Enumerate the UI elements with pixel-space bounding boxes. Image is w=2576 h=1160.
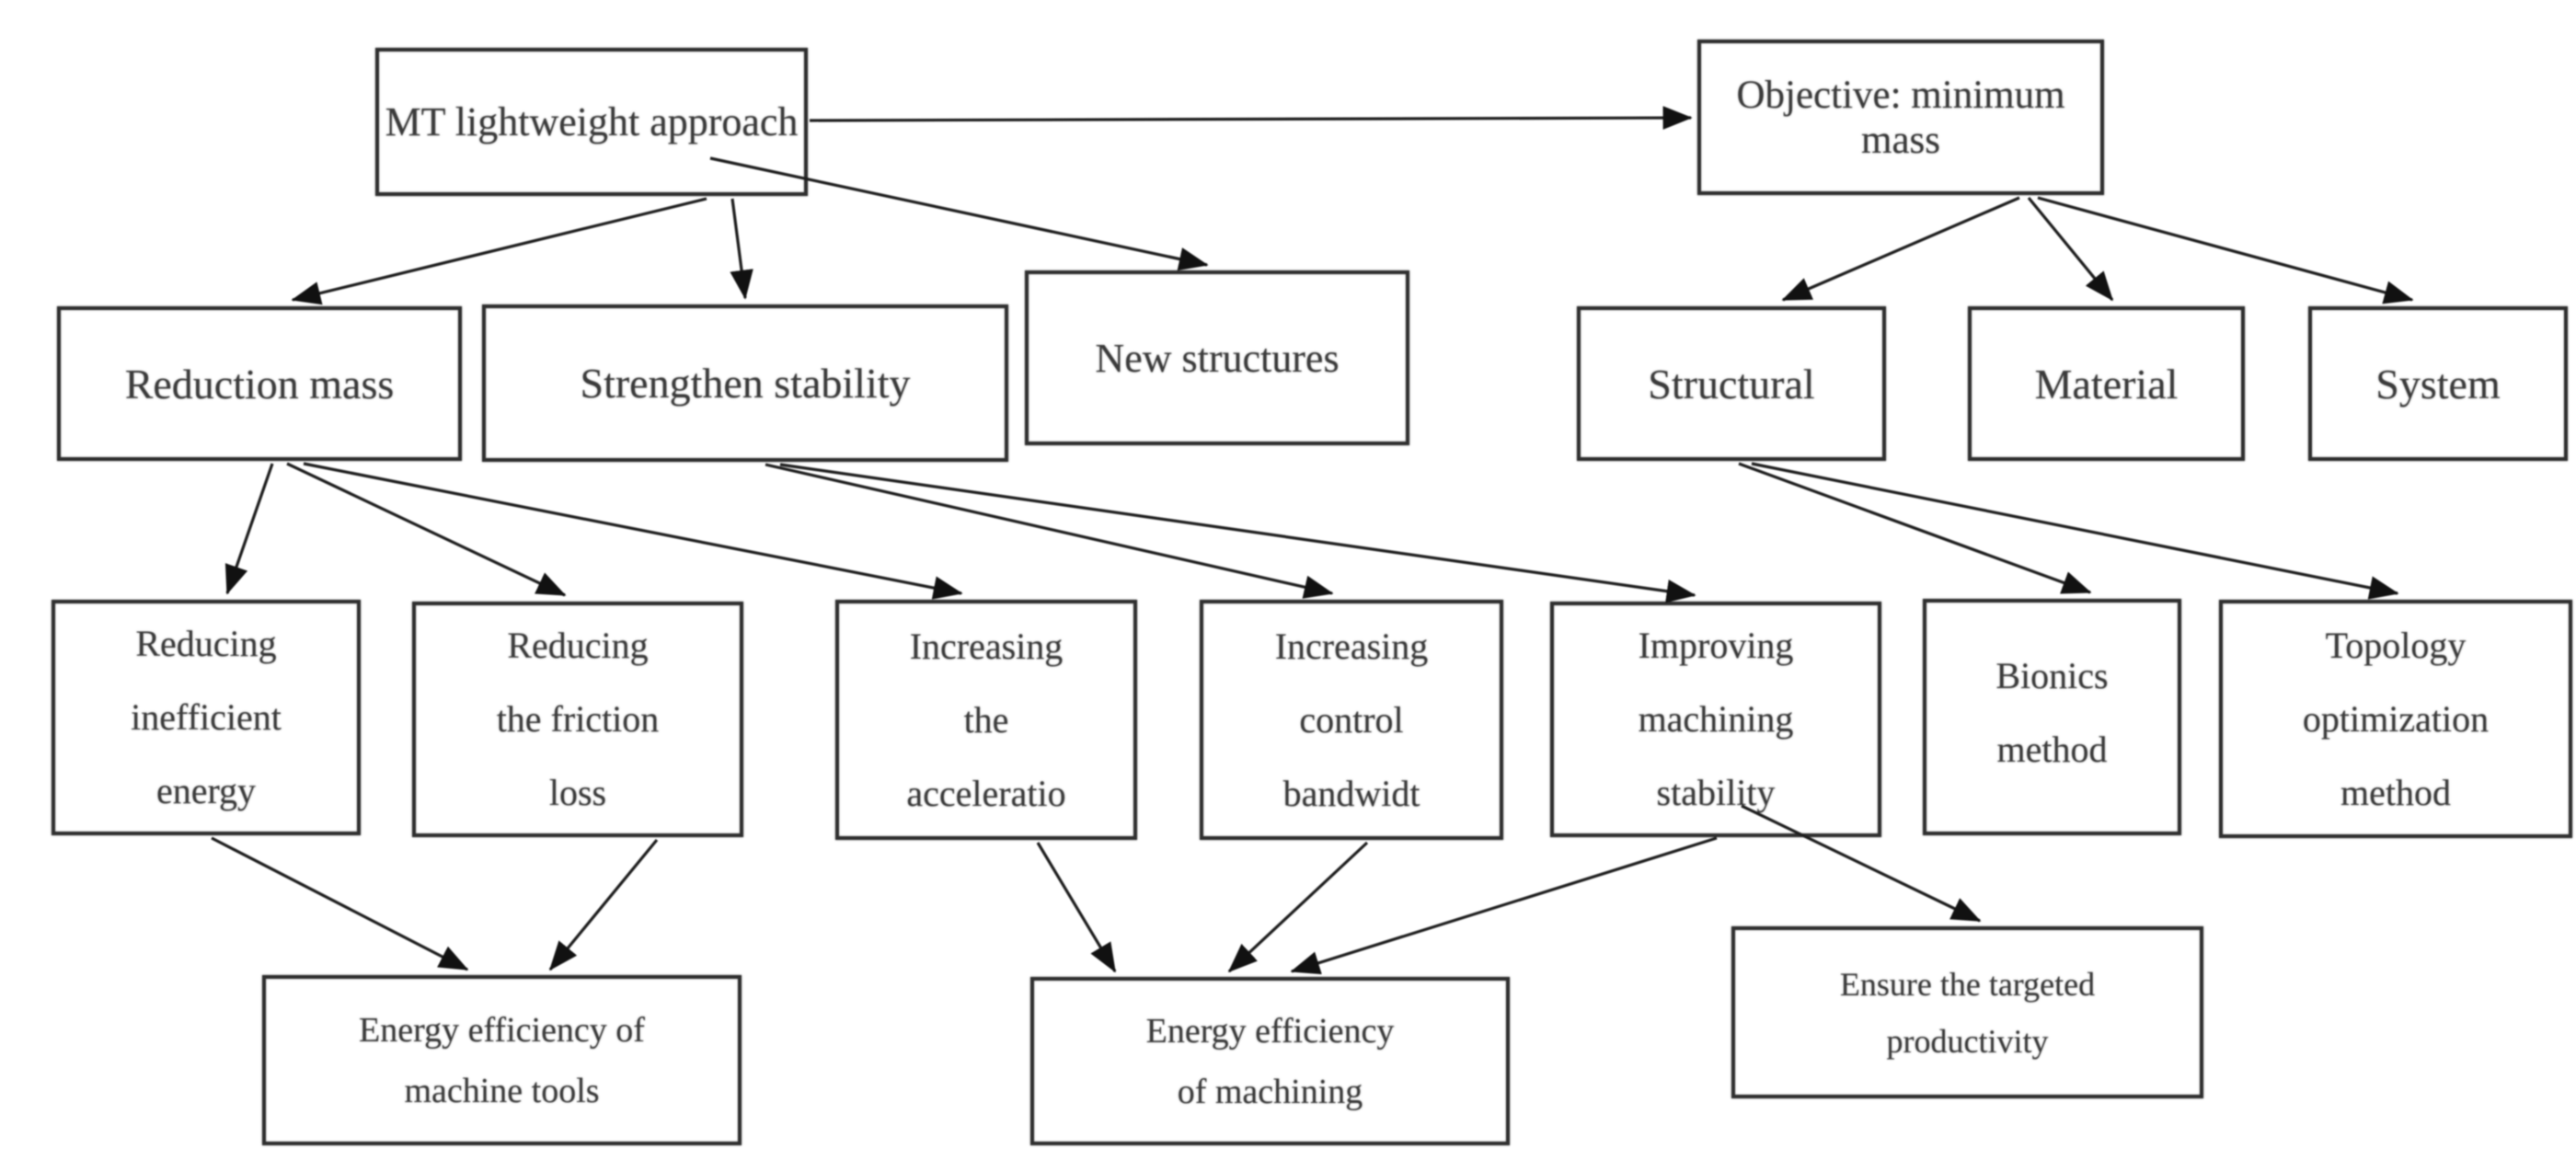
node-increasing-acceleration: Increasing the acceleratio: [835, 600, 1137, 840]
node-label: MT lightweight approach: [385, 99, 799, 144]
node-energy-efficiency-machine-tools: Energy efficiency of machine tools: [262, 975, 742, 1145]
node-reduction-mass: Reduction mass: [57, 306, 462, 461]
edge-acceleration-to-ee_machining: [1036, 842, 1117, 973]
node-label-line: Increasing: [909, 625, 1064, 667]
node-label: System: [2375, 360, 2501, 408]
node-label: Material: [2034, 360, 2179, 408]
node-structural: Structural: [1577, 306, 1886, 461]
node-reducing-friction-loss: Reducing the friction loss: [412, 602, 743, 837]
node-material: Material: [1968, 306, 2245, 461]
node-label-line: method: [1996, 729, 2108, 770]
node-bionics-method: Bionics method: [1923, 599, 2181, 835]
node-strengthen-stability: Strengthen stability: [482, 304, 1008, 462]
edge-mt-to-strengthen: [730, 198, 753, 300]
node-label: Reduction mass: [124, 360, 395, 408]
edge-objective-to-material: [2027, 196, 2114, 302]
edge-objective-to-system: [2037, 196, 2414, 304]
node-label-line: inefficient: [131, 696, 282, 738]
edge-mt-to-reduction: [291, 197, 707, 305]
node-label-line: Topology: [2325, 624, 2467, 666]
node-label: Structural: [1648, 360, 1815, 408]
node-label-line: energy: [155, 770, 257, 811]
edge-reduction-to-friction_loss: [286, 462, 567, 597]
edge-reducing_energy-to-ee_machine_tools: [211, 836, 469, 971]
node-system: System: [2308, 306, 2568, 461]
node-label-line: acceleratio: [906, 772, 1066, 814]
node-label-line: Energy efficiency of: [359, 1010, 645, 1050]
node-ensure-targeted-productivity: Ensure the targeted productivity: [1731, 926, 2203, 1098]
node-label-line: the: [963, 698, 1009, 741]
node-label-line: loss: [548, 772, 607, 813]
edge-strengthen-to-bandwidth: [765, 463, 1334, 599]
node-label-line: productivity: [1886, 1022, 2049, 1060]
node-label-line: method: [2340, 771, 2451, 813]
node-new-structures: New structures: [1025, 270, 1409, 445]
node-objective-minimum-mass: Objective: minimum mass: [1697, 40, 2104, 195]
edge-structural-to-topology: [1751, 462, 2399, 600]
edge-machining_stability-to-ee_machining: [1290, 836, 1718, 975]
node-label: New structures: [1095, 335, 1340, 381]
node-label-line: stability: [1656, 772, 1776, 813]
node-label-line: Improving: [1638, 625, 1794, 666]
node-label-line: the friction: [496, 698, 660, 740]
node-label-line: Reducing: [507, 625, 649, 666]
node-increasing-control-bandwidth: Increasing control bandwidt: [1200, 600, 1503, 840]
node-label-line: machine tools: [404, 1071, 600, 1110]
node-label-line: Energy efficiency: [1145, 1011, 1395, 1051]
edge-friction_loss-to-ee_machine_tools: [548, 838, 659, 971]
edge-objective-to-structural: [1781, 196, 2020, 302]
node-mt-lightweight-approach: MT lightweight approach: [375, 48, 808, 196]
node-label-line: Increasing: [1274, 625, 1429, 667]
node-label: Objective: minimum mass: [1736, 73, 2065, 162]
node-label-line: machining: [1638, 698, 1794, 740]
edge-reduction-to-acceleration: [303, 462, 963, 600]
edge-mt-to-objective: [809, 106, 1693, 130]
edge-bandwidth-to-ee_machining: [1227, 841, 1369, 973]
node-topology-optimization-method: Topology optimization method: [2219, 600, 2572, 838]
edge-structural-to-bionics: [1738, 462, 2092, 594]
node-label: Strengthen stability: [580, 360, 911, 407]
node-label-line: Ensure the targeted: [1839, 965, 2096, 1003]
node-reducing-inefficient-energy: Reducing inefficient energy: [52, 600, 361, 835]
node-label-line: control: [1299, 698, 1404, 741]
edge-reduction-to-reducing_energy: [224, 463, 274, 595]
node-energy-efficiency-machining: Energy efficiency of machining: [1030, 977, 1510, 1145]
node-improving-machining-stability: Improving machining stability: [1550, 602, 1881, 837]
node-label-line: of machining: [1177, 1072, 1363, 1111]
node-label-line: Reducing: [135, 623, 277, 664]
node-label-line: bandwidt: [1282, 772, 1420, 814]
edge-strengthen-to-machining_stability: [779, 463, 1696, 603]
node-label-line: optimization: [2302, 697, 2490, 740]
node-label-line: Bionics: [1995, 655, 2109, 696]
